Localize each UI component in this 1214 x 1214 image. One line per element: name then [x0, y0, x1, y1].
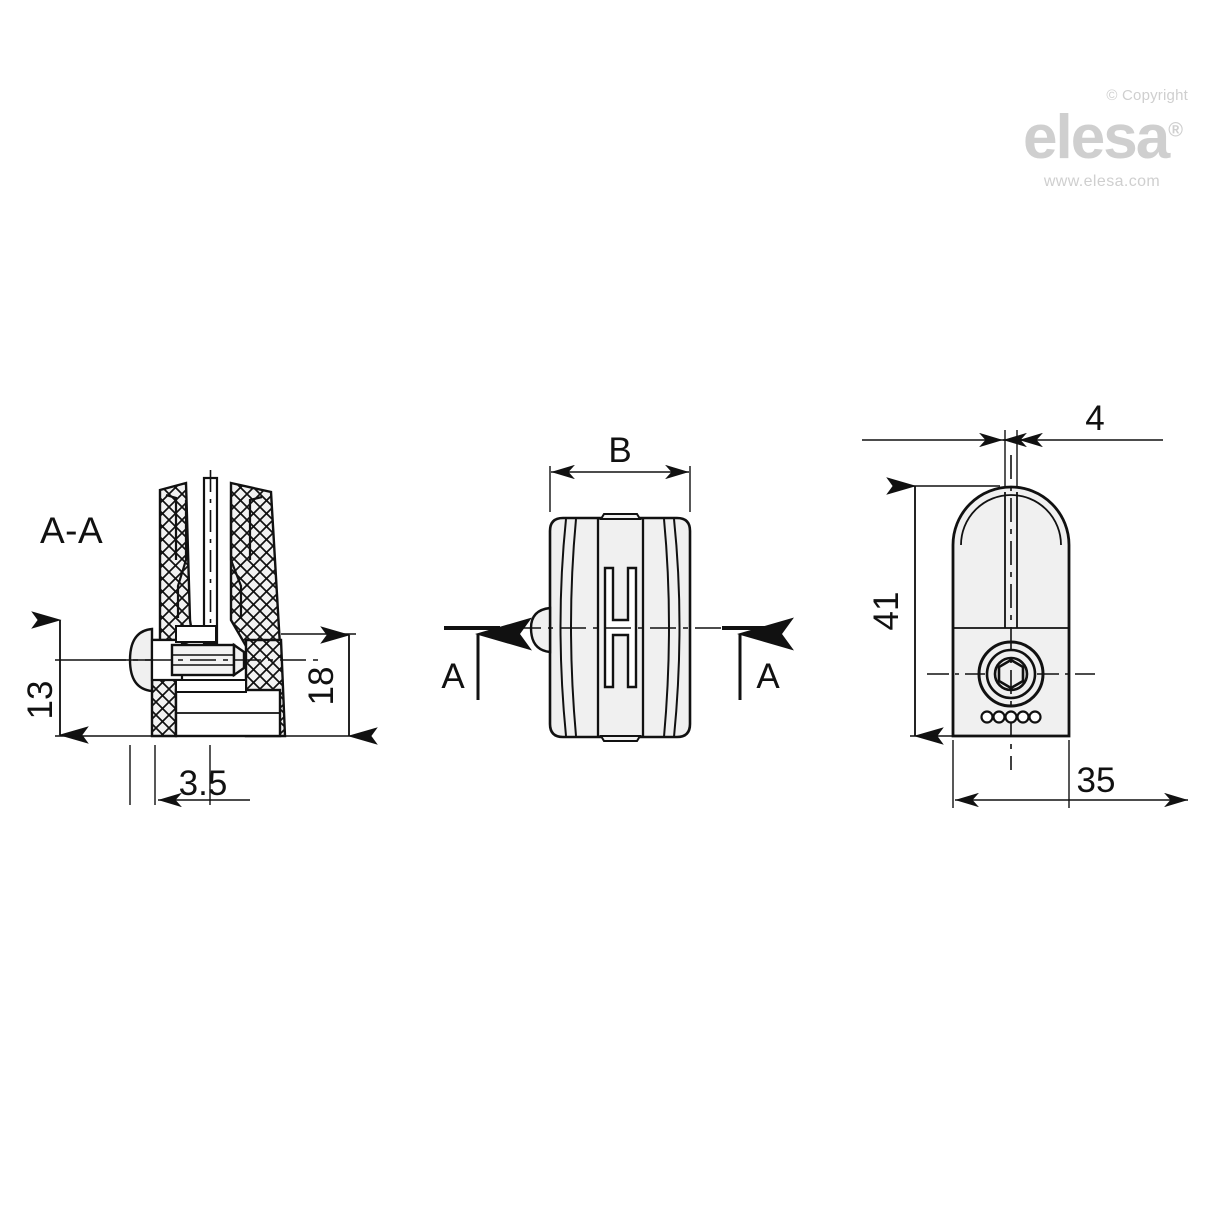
section-title-label: A-A: [40, 510, 103, 551]
dimension-35-value: 35: [1077, 761, 1116, 800]
website-url: www.elesa.com: [1043, 173, 1161, 191]
section-marker-right-label: A: [756, 657, 780, 696]
section-marker-left: A: [441, 617, 532, 700]
dimension-4: 4: [862, 399, 1163, 486]
front-view-small-holes: [980, 710, 1042, 724]
top-view-lever-nub: [529, 606, 552, 654]
top-view: B A A: [441, 431, 794, 742]
section-marker-right: A: [722, 617, 794, 700]
front-view-inner-arc: [960, 494, 1062, 546]
dimension-41-value: 41: [867, 592, 906, 631]
dimension-41: 41: [867, 477, 1000, 745]
dimension-13: 13: [21, 611, 152, 744]
dimension-3-5-value: 3.5: [179, 764, 228, 803]
dimension-18-value: 18: [302, 667, 341, 706]
top-view-left-flutes: [559, 518, 577, 737]
dimension-3-5: 3.5: [129, 745, 250, 808]
small-hole: [980, 710, 994, 724]
dimension-35: 35: [952, 740, 1188, 808]
elesa-logo-text: elesa: [1023, 103, 1170, 172]
small-hole: [1028, 710, 1042, 724]
section-lower-cavity: [174, 679, 282, 738]
copyright-notice: © Copyright: [1106, 87, 1188, 104]
section-marker-left-label: A: [441, 657, 465, 696]
dimension-B: B: [549, 431, 691, 512]
elesa-watermark: © Copyright elesa® www.elesa.com: [1012, 88, 1192, 190]
section-view-a-a: A-A 13 18: [21, 470, 378, 808]
front-view-top-slot: [1004, 492, 1018, 628]
small-hole: [1004, 710, 1018, 724]
registered-mark-icon: ®: [1168, 119, 1183, 142]
small-hole: [1016, 710, 1030, 724]
dimension-B-value: B: [608, 431, 631, 470]
front-view: 4 41 35: [862, 399, 1188, 808]
dimension-4-value: 4: [1085, 399, 1104, 438]
top-view-platform-top: [599, 513, 642, 520]
elesa-logo: elesa®: [1012, 105, 1192, 170]
top-view-platform-bottom: [599, 735, 642, 742]
dimension-18: 18: [281, 626, 378, 745]
front-view-hub: [977, 640, 1045, 708]
top-view-right-flutes: [663, 518, 681, 738]
section-internal-profile: [165, 493, 263, 618]
small-hole: [992, 710, 1006, 724]
dimension-13-value: 13: [21, 681, 60, 720]
